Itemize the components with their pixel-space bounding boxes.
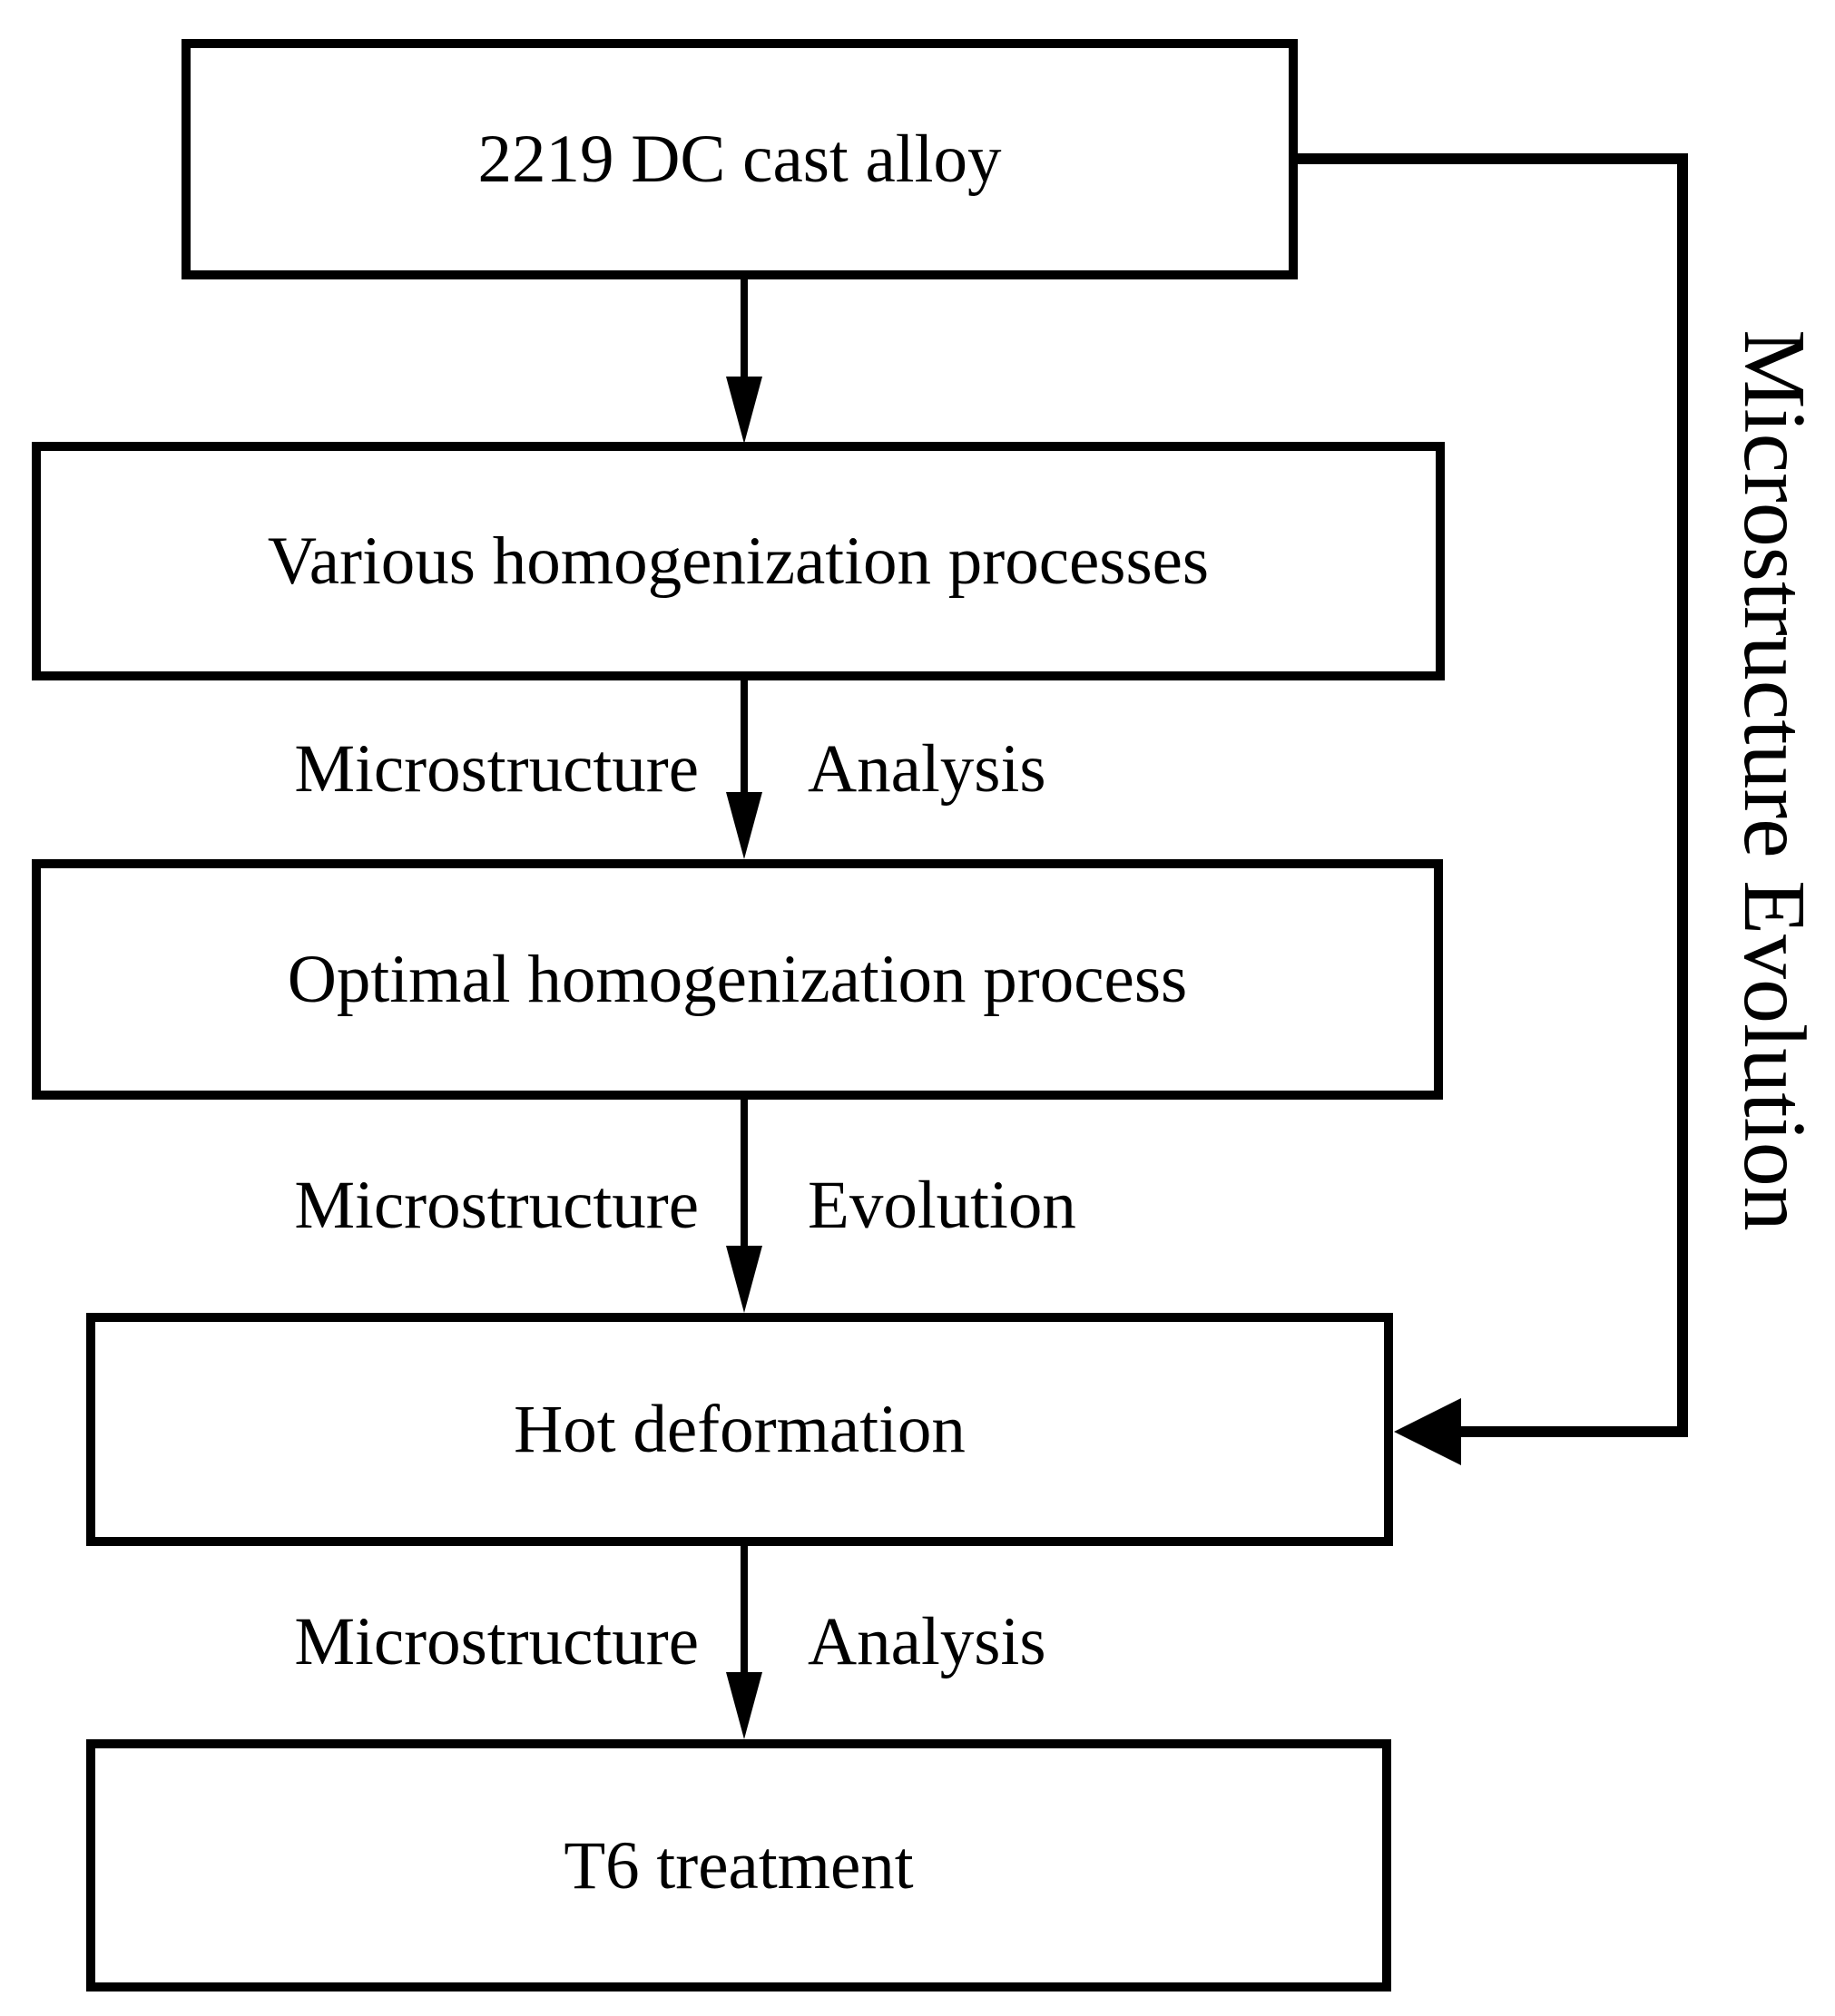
edge-label-left: Microstructure <box>294 731 699 807</box>
feedback-line-bottom <box>1457 1426 1677 1437</box>
process-box-label: 2219 DC cast alloy <box>477 122 1002 197</box>
arrowhead-left-icon <box>1394 1398 1461 1465</box>
process-box-label: T6 treatment <box>564 1827 914 1903</box>
process-box-hot-deformation: Hot deformation <box>86 1313 1393 1546</box>
process-box-various-homogenization: Various homogenization processes <box>32 442 1445 680</box>
flow-arrow-shaft-1 <box>741 279 748 380</box>
feedback-line-vertical <box>1677 153 1688 1437</box>
process-box-optimal-homogenization: Optimal homogenization process <box>32 859 1443 1100</box>
feedback-line-top <box>1298 153 1688 164</box>
process-box-label: Hot deformation <box>514 1392 966 1467</box>
arrowhead-down-icon <box>726 1246 762 1313</box>
process-box-2219-dc-cast-alloy: 2219 DC cast alloy <box>182 39 1298 279</box>
edge-label-right: Evolution <box>808 1168 1076 1243</box>
edge-label-left: Microstructure <box>294 1168 699 1243</box>
arrowhead-down-icon <box>726 377 762 444</box>
flow-arrow-shaft-2 <box>741 680 748 796</box>
arrowhead-down-icon <box>726 1672 762 1739</box>
arrowhead-down-icon <box>726 792 762 859</box>
process-box-label: Various homogenization processes <box>267 524 1210 599</box>
flow-arrow-shaft-4 <box>741 1545 748 1676</box>
process-box-label: Optimal homogenization process <box>287 942 1188 1017</box>
edge-label-right: Analysis <box>808 1604 1046 1679</box>
edge-label-left: Microstructure <box>294 1604 699 1679</box>
edge-label-right: Analysis <box>808 731 1046 807</box>
flow-arrow-shaft-3 <box>741 1099 748 1249</box>
process-box-t6-treatment: T6 treatment <box>86 1739 1391 1992</box>
side-label-microstructure-evolution: Microstructure Evolution <box>1725 329 1823 1231</box>
